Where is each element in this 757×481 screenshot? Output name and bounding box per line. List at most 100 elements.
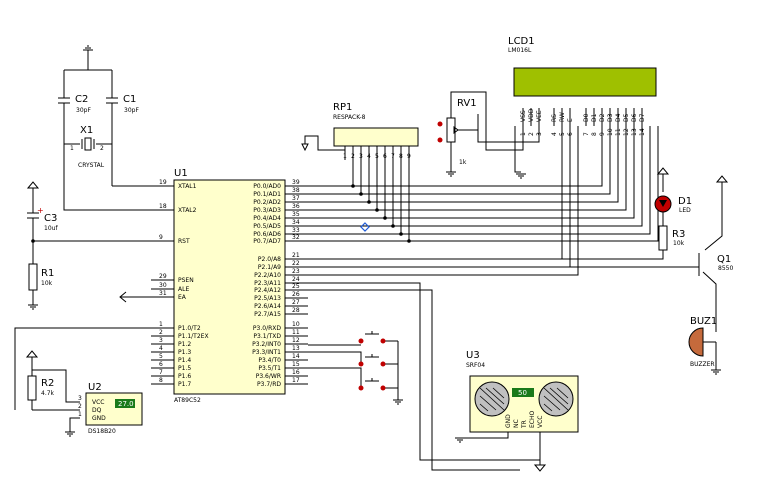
x1-value: CRYSTAL	[78, 162, 105, 169]
button-2[interactable]	[358, 354, 386, 367]
q1-value: 8550	[718, 265, 733, 272]
u1-pin-31-num: 31	[159, 290, 167, 297]
u3-pin-NC-label: NC	[513, 419, 520, 428]
u1-pin-10-num: 10	[292, 321, 300, 328]
u1-pin-23-num: 23	[292, 268, 300, 275]
rp1-pin-6-num: 6	[383, 153, 387, 160]
lcd1-pin-E-label: E	[567, 118, 574, 122]
u1-pin-32-name: P0.7/AD7	[253, 238, 281, 245]
u1-pin-38-num: 38	[292, 187, 300, 194]
wiper-wire	[458, 114, 479, 131]
u2-pin-gnd: GND	[92, 415, 106, 422]
u1-pin-26-num: 26	[292, 291, 300, 298]
u1-pin-11-name: P3.1/TXD	[253, 333, 281, 340]
btn2-wire	[308, 351, 362, 364]
u1-pin-36-name: P0.3/AD3	[253, 207, 281, 214]
u1-pin-17-name: P3.7/RD	[257, 381, 281, 388]
c2-symbol	[58, 97, 70, 104]
rp1-ref: RP1	[333, 102, 352, 113]
u1-pin-12-num: 12	[292, 337, 300, 344]
u1-pin-6-num: 6	[159, 361, 163, 368]
button-1[interactable]	[358, 331, 386, 344]
d1-to-p2-wire	[308, 250, 664, 260]
button-3-plunger	[365, 378, 379, 382]
u1-pin-13-name: P3.3/INT1	[252, 349, 281, 356]
c3-ref: C3	[44, 213, 57, 224]
r2-ref: R2	[41, 378, 54, 389]
p0-junction-4	[383, 216, 387, 220]
c1-ref: C1	[123, 94, 136, 105]
rv1-potentiometer[interactable]: RV1 1k	[437, 91, 540, 179]
push-buttons	[308, 340, 403, 405]
u1-pin-13-num: 13	[292, 345, 300, 352]
q1-transistor: Q1 8550	[308, 175, 733, 316]
ground-symbol-vss	[516, 173, 526, 179]
p0-junction-7	[407, 239, 411, 243]
u1-pin-35-name: P0.4/AD4	[253, 215, 281, 222]
rv1-ref: RV1	[457, 98, 477, 109]
buz1-value: BUZZER	[690, 361, 715, 368]
u1-pin-12-name: P3.2/INT0	[252, 341, 281, 348]
lcd1-pin-VDD-label: VDD	[528, 108, 535, 122]
u1-pin-39-name: P0.0/AD0	[253, 183, 281, 190]
p0-line-0	[308, 126, 603, 187]
p0-junction-5	[391, 224, 395, 228]
buz1-ref: BUZ1	[690, 316, 717, 327]
u1-pin-21-num: 21	[292, 252, 300, 259]
rv1-value: 1k	[459, 159, 467, 166]
c3-plus: +	[37, 206, 44, 215]
p0-line-6	[308, 126, 651, 235]
button-3-left	[358, 385, 364, 391]
rv1-dec-button[interactable]	[437, 121, 443, 127]
c3-value: 10uf	[44, 225, 58, 232]
u1-pin-29-num: 29	[159, 273, 167, 280]
r1-ref: R1	[41, 268, 54, 279]
u1-pin-14-name: P3.4/T0	[258, 357, 281, 364]
u2-ds18b20[interactable]: R2 4.7k 27.0 U2 DS18B20 VCC DQ GND 3 2 1	[14, 327, 151, 437]
u1-microcontroller[interactable]: U1 AT89C52 19XTAL118XTAL29RST29PSEN30ALE…	[151, 168, 308, 404]
rv1-inc-button[interactable]	[437, 137, 443, 143]
u1-pin-29-name: PSEN	[178, 277, 194, 284]
u1-pin-21-name: P2.0/A8	[258, 256, 281, 263]
u1-pin-26-name: P2.5/A13	[254, 295, 281, 302]
ea-arrow	[119, 291, 127, 303]
c2-value: 30pF	[76, 107, 91, 114]
lcd1-ref: LCD1	[508, 36, 535, 47]
u1-pin-9-num: 9	[159, 234, 163, 241]
button-1-left	[358, 338, 364, 344]
q1-emitter-wire	[704, 182, 723, 251]
p0-line-7	[308, 126, 659, 242]
u1-pin-17-num: 17	[292, 377, 300, 384]
d1-ref: D1	[678, 196, 692, 207]
u1-pin-34-name: P0.5/AD5	[253, 223, 281, 230]
u1-pin-8-name: P1.7	[178, 381, 191, 388]
ground-symbol-top	[83, 45, 93, 51]
button-2-right	[380, 361, 386, 367]
d1-value: LED	[679, 207, 691, 214]
lcd1-screen	[513, 67, 657, 97]
probe-marker-icon[interactable]	[360, 222, 370, 232]
u1-pin-30-num: 30	[159, 282, 167, 289]
crystal-section: C2 30pF C1 30pF X1 CRYSTAL 1 2	[58, 45, 151, 211]
u1-pin-32-num: 32	[292, 234, 300, 241]
echo-wire	[308, 289, 520, 471]
u1-pin-25-num: 25	[292, 283, 300, 290]
u1-pin-2-name: P1.1/T2EX	[178, 333, 209, 340]
u1-right-pins: 39P0.0/AD038P0.1/AD137P0.2/AD236P0.3/AD3…	[252, 179, 308, 388]
u1-pin-15-name: P3.5/T1	[258, 365, 281, 372]
rv1-wiper	[453, 126, 459, 134]
u1-pin-3-num: 3	[159, 337, 163, 344]
u3-value: SRF04	[466, 362, 485, 369]
p0-data-bus	[308, 126, 659, 243]
u1-pin-37-name: P0.2/AD2	[253, 199, 281, 206]
r3-ref: R3	[672, 229, 685, 240]
button-2-plunger	[365, 354, 379, 358]
rp1-value: RESPACK-8	[333, 114, 366, 121]
lcd1-display[interactable]: LCD1 LM016L VSS1VDD2VEE3RS4RW5E6D07D18D2…	[508, 36, 657, 136]
ground-symbol-r1	[28, 304, 38, 310]
rst-junction	[31, 239, 35, 243]
button-3[interactable]	[358, 378, 386, 391]
u1-pin-6-name: P1.5	[178, 365, 191, 372]
